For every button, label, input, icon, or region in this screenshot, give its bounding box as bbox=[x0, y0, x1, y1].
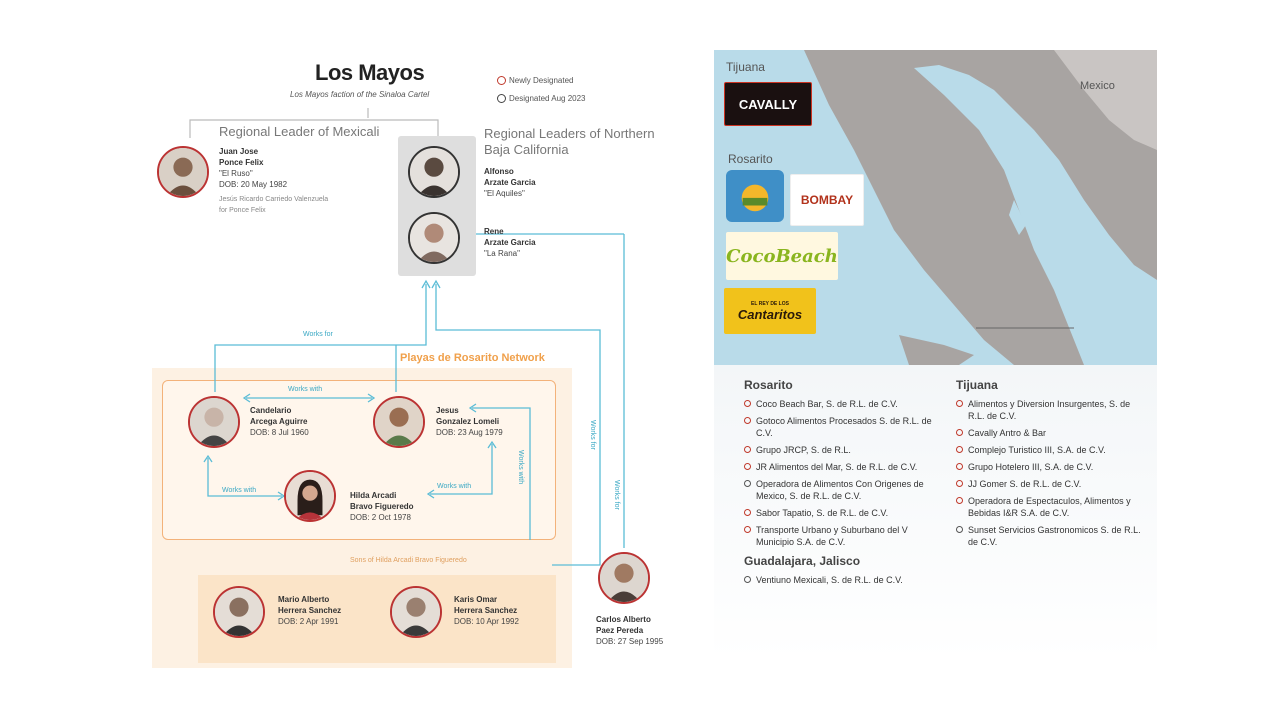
label-works-for-right-1: Works for bbox=[589, 420, 596, 450]
photo-juan bbox=[157, 146, 209, 198]
list-item: Grupo JRCP, S. de R.L. bbox=[744, 444, 934, 456]
info-rene: Rene Arzate Garcia "La Rana" bbox=[484, 226, 536, 259]
logo-cocobeach: CocoBeach bbox=[726, 232, 838, 280]
label-works-with-1: Works with bbox=[288, 386, 322, 393]
legend-newly: Newly Designated bbox=[497, 76, 573, 85]
info-karis: Karis Omar Herrera Sanchez DOB: 10 Apr 1… bbox=[454, 594, 519, 627]
sunset-logo-icon bbox=[731, 177, 779, 215]
red-circle-icon bbox=[497, 76, 506, 85]
label-works-for-right-2: Works for bbox=[613, 480, 620, 510]
logo-cantaritos: EL REY DE LOS Cantaritos bbox=[724, 288, 816, 334]
list-item: JJ Gomer S. de R.L. de C.V. bbox=[956, 478, 1141, 490]
photo-carlos bbox=[598, 552, 650, 604]
list-item: Sabor Tapatio, S. de R.L. de C.V. bbox=[744, 507, 934, 519]
info-alfonso: Alfonso Arzate Garcia "El Aquiles" bbox=[484, 166, 536, 199]
list-item: JR Alimentos del Mar, S. de R.L. de C.V. bbox=[744, 461, 934, 473]
info-jesus: Jesus Gonzalez Lomeli DOB: 23 Aug 1979 bbox=[436, 405, 503, 438]
rosarito-title: Rosarito bbox=[744, 378, 934, 392]
page-title: Los Mayos bbox=[315, 60, 424, 86]
photo-rene bbox=[408, 212, 460, 264]
logo-sunset bbox=[726, 170, 784, 222]
page-subtitle: Los Mayos faction of the Sinaloa Cartel bbox=[290, 90, 429, 99]
dark-circle-icon bbox=[497, 94, 506, 103]
network-title: Playas de Rosarito Network bbox=[400, 352, 545, 364]
list-item: Sunset Servicios Gastronomicos S. de R.L… bbox=[956, 524, 1141, 548]
map-label-rosarito: Rosarito bbox=[728, 152, 773, 166]
info-hilda: Hilda Arcadi Bravo Figueredo DOB: 2 Oct … bbox=[350, 490, 414, 523]
list-item: Gotoco Alimentos Procesados S. de R.L. d… bbox=[744, 415, 934, 439]
heading-baja-2: Baja California bbox=[484, 142, 569, 158]
guadalajara-title: Guadalajara, Jalisco bbox=[744, 554, 934, 568]
label-works-for: Works for bbox=[303, 331, 333, 338]
photo-hilda bbox=[284, 470, 336, 522]
rosarito-list: Coco Beach Bar, S. de R.L. de C.V. Gotoc… bbox=[744, 398, 934, 548]
tijuana-title: Tijuana bbox=[956, 378, 1141, 392]
tijuana-list: Alimentos y Diversion Insurgentes, S. de… bbox=[956, 398, 1141, 548]
heading-baja-1: Regional Leaders of Northern bbox=[484, 126, 655, 142]
label-works-with-vertical: Works with bbox=[517, 450, 524, 484]
info-juan: Juan Jose Ponce Felix "El Ruso" DOB: 20 … bbox=[219, 146, 328, 216]
photo-jesus bbox=[373, 396, 425, 448]
list-item: Transporte Urbano y Suburbano del V Muni… bbox=[744, 524, 934, 548]
legend-aug: Designated Aug 2023 bbox=[497, 94, 586, 103]
label-works-with-2: Works with bbox=[222, 487, 256, 494]
list-item: Operadora de Alimentos Con Origenes de M… bbox=[744, 478, 934, 502]
list-item: Alimentos y Diversion Insurgentes, S. de… bbox=[956, 398, 1141, 422]
list-item: Ventiuno Mexicali, S. de R.L. de C.V. bbox=[744, 574, 934, 586]
logo-bombay: BOMBAY bbox=[790, 174, 864, 226]
info-candelario: Candelario Arcega Aguirre DOB: 8 Jul 196… bbox=[250, 405, 309, 438]
info-carlos: Carlos Alberto Paez Pereda DOB: 27 Sep 1… bbox=[596, 614, 663, 647]
photo-alfonso bbox=[408, 146, 460, 198]
label-works-with-3: Works with bbox=[437, 483, 471, 490]
guadalajara-list: Ventiuno Mexicali, S. de R.L. de C.V. bbox=[744, 574, 934, 586]
list-item: Complejo Turistico III, S.A. de C.V. bbox=[956, 444, 1141, 456]
list-item: Operadora de Espectaculos, Alimentos y B… bbox=[956, 495, 1141, 519]
info-mario: Mario Alberto Herrera Sanchez DOB: 2 Apr… bbox=[278, 594, 341, 627]
photo-candelario bbox=[188, 396, 240, 448]
logo-cavally: CAVALLY bbox=[724, 82, 812, 126]
list-item: Coco Beach Bar, S. de R.L. de C.V. bbox=[744, 398, 934, 410]
photo-mario bbox=[213, 586, 265, 638]
map-label-mexico: Mexico bbox=[1080, 80, 1115, 92]
list-item: Cavally Antro & Bar bbox=[956, 427, 1141, 439]
heading-mexicali: Regional Leader of Mexicali bbox=[219, 124, 379, 140]
map-label-tijuana: Tijuana bbox=[726, 60, 765, 74]
photo-karis bbox=[390, 586, 442, 638]
list-item: Grupo Hotelero III, S.A. de C.V. bbox=[956, 461, 1141, 473]
rosarito-column: Rosarito Coco Beach Bar, S. de R.L. de C… bbox=[744, 378, 934, 591]
label-sons: Sons of Hilda Arcadi Bravo Figueredo bbox=[350, 557, 467, 564]
tijuana-column: Tijuana Alimentos y Diversion Insurgente… bbox=[956, 378, 1141, 553]
